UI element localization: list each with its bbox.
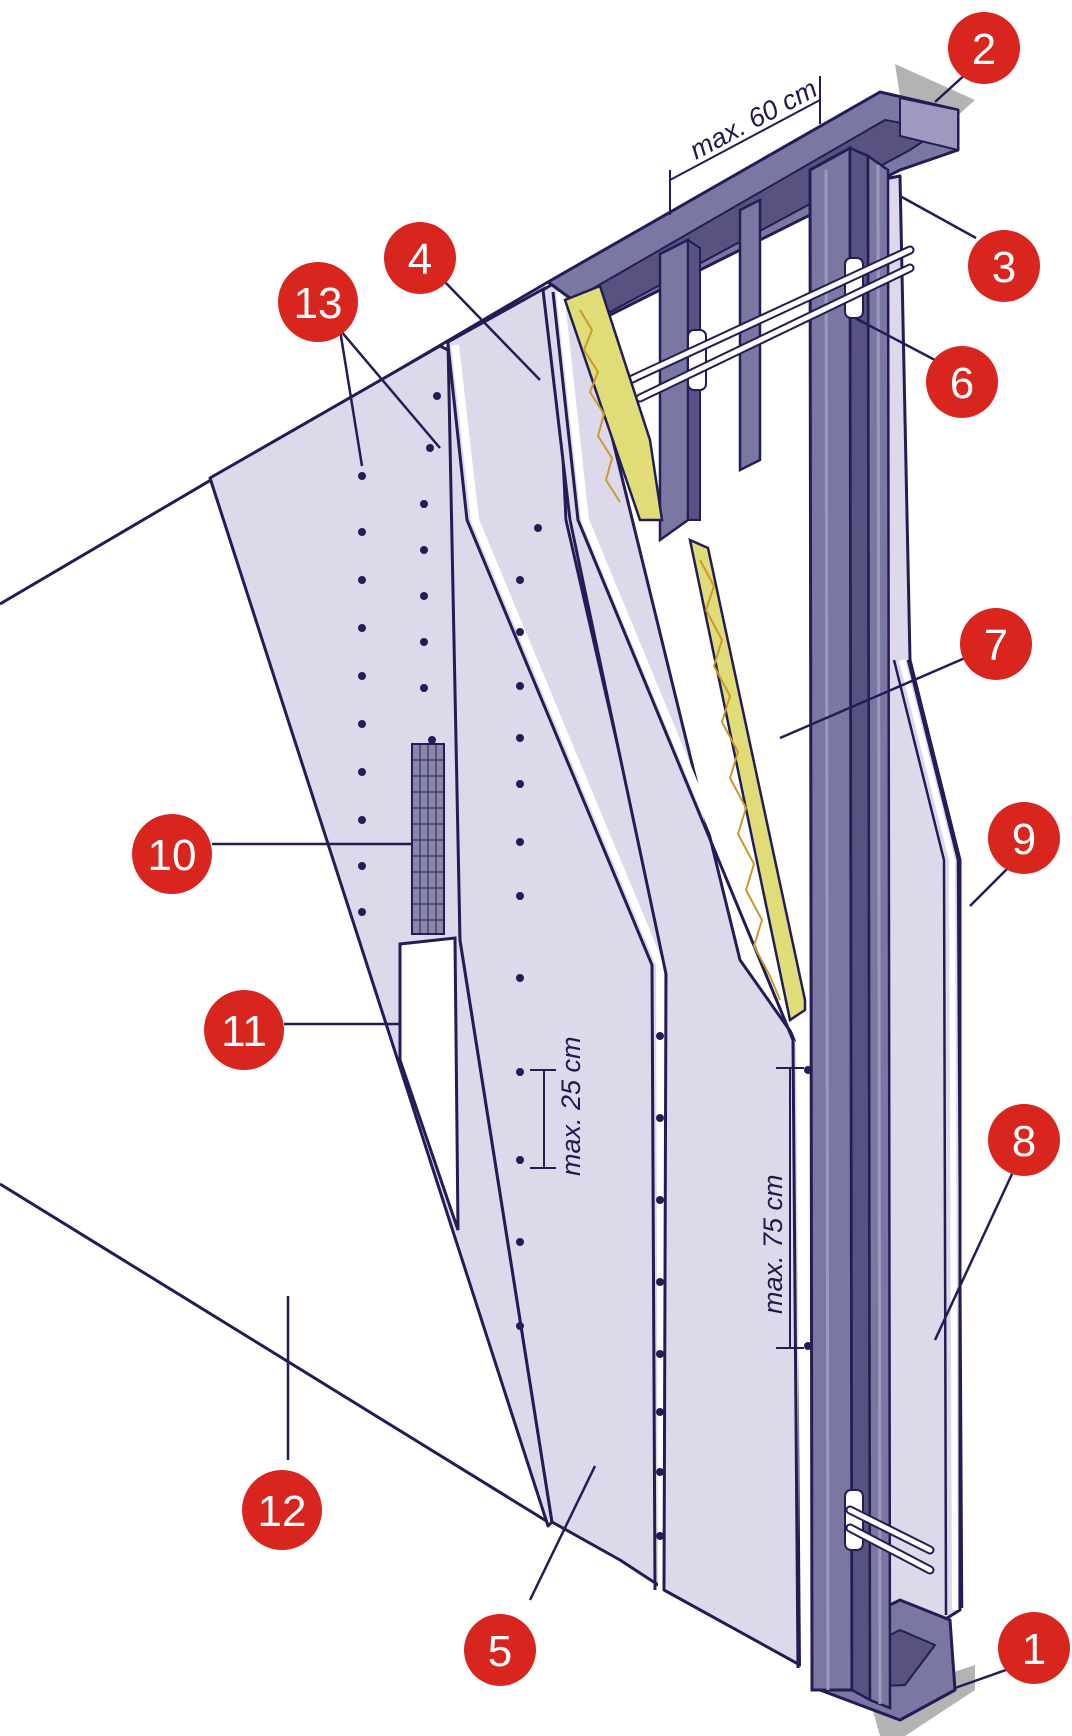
top-track-end [899,96,959,152]
ceiling-slab [895,64,975,118]
svg-text:11: 11 [221,1007,267,1056]
svg-text:3: 3 [992,243,1016,292]
svg-text:7: 7 [984,621,1008,670]
callout-10: 10 [132,814,212,894]
joint-filler [398,936,460,1231]
cable-conduits-top [625,245,915,403]
far-board-edge-b [892,659,948,1616]
callout-12: 12 [242,1470,322,1550]
svg-text:12: 12 [258,1487,307,1536]
svg-text:6: 6 [950,359,974,408]
dim-vertical-spacing-label: max. 75 cm [758,1174,788,1314]
far-board-edge-a [899,659,958,1611]
svg-text:10: 10 [148,831,197,880]
dim-screw-spacing-label: max. 25 cm [556,1036,586,1176]
callout-1: 1 [998,1612,1070,1684]
joint-reinforcement-mesh [411,743,445,935]
callout-5: 5 [464,1614,536,1686]
callout-3: 3 [968,230,1040,302]
screws-outer-board [358,392,441,916]
cable-conduits-bottom [844,1489,935,1575]
callout-13: 13 [278,262,358,342]
callout-2: 2 [948,12,1020,84]
inner-board-edge [556,291,809,1669]
svg-text:5: 5 [488,1627,512,1676]
callout-11: 11 [204,990,284,1070]
screws-inner-board [804,1066,812,1350]
svg-text:1: 1 [1022,1625,1046,1674]
far-board-edge-c [906,659,964,1609]
second-board-edge [451,344,666,1591]
second-board-edge-line [446,344,657,1591]
callout-4: 4 [384,222,456,294]
callout-9: 9 [988,802,1060,874]
svg-text:4: 4 [408,235,432,284]
svg-text:2: 2 [972,25,996,74]
screws-second-board [516,524,664,1540]
dim-screw-spacing [530,1069,556,1169]
mineral-wool-insulation [563,284,807,1023]
dim-vertical-spacing [776,1067,804,1349]
dim-stud-spacing [669,76,821,215]
svg-text:13: 13 [294,279,343,328]
inner-board-edge-line [551,291,800,1669]
callout-7: 7 [960,608,1032,680]
callout-6: 6 [926,346,998,418]
svg-text:8: 8 [1012,1117,1036,1166]
svg-text:9: 9 [1012,815,1036,864]
stud-2 [738,197,762,473]
wall-bottom-edge [0,1182,549,1524]
stud-main [808,145,892,1710]
callout-8: 8 [988,1104,1060,1176]
